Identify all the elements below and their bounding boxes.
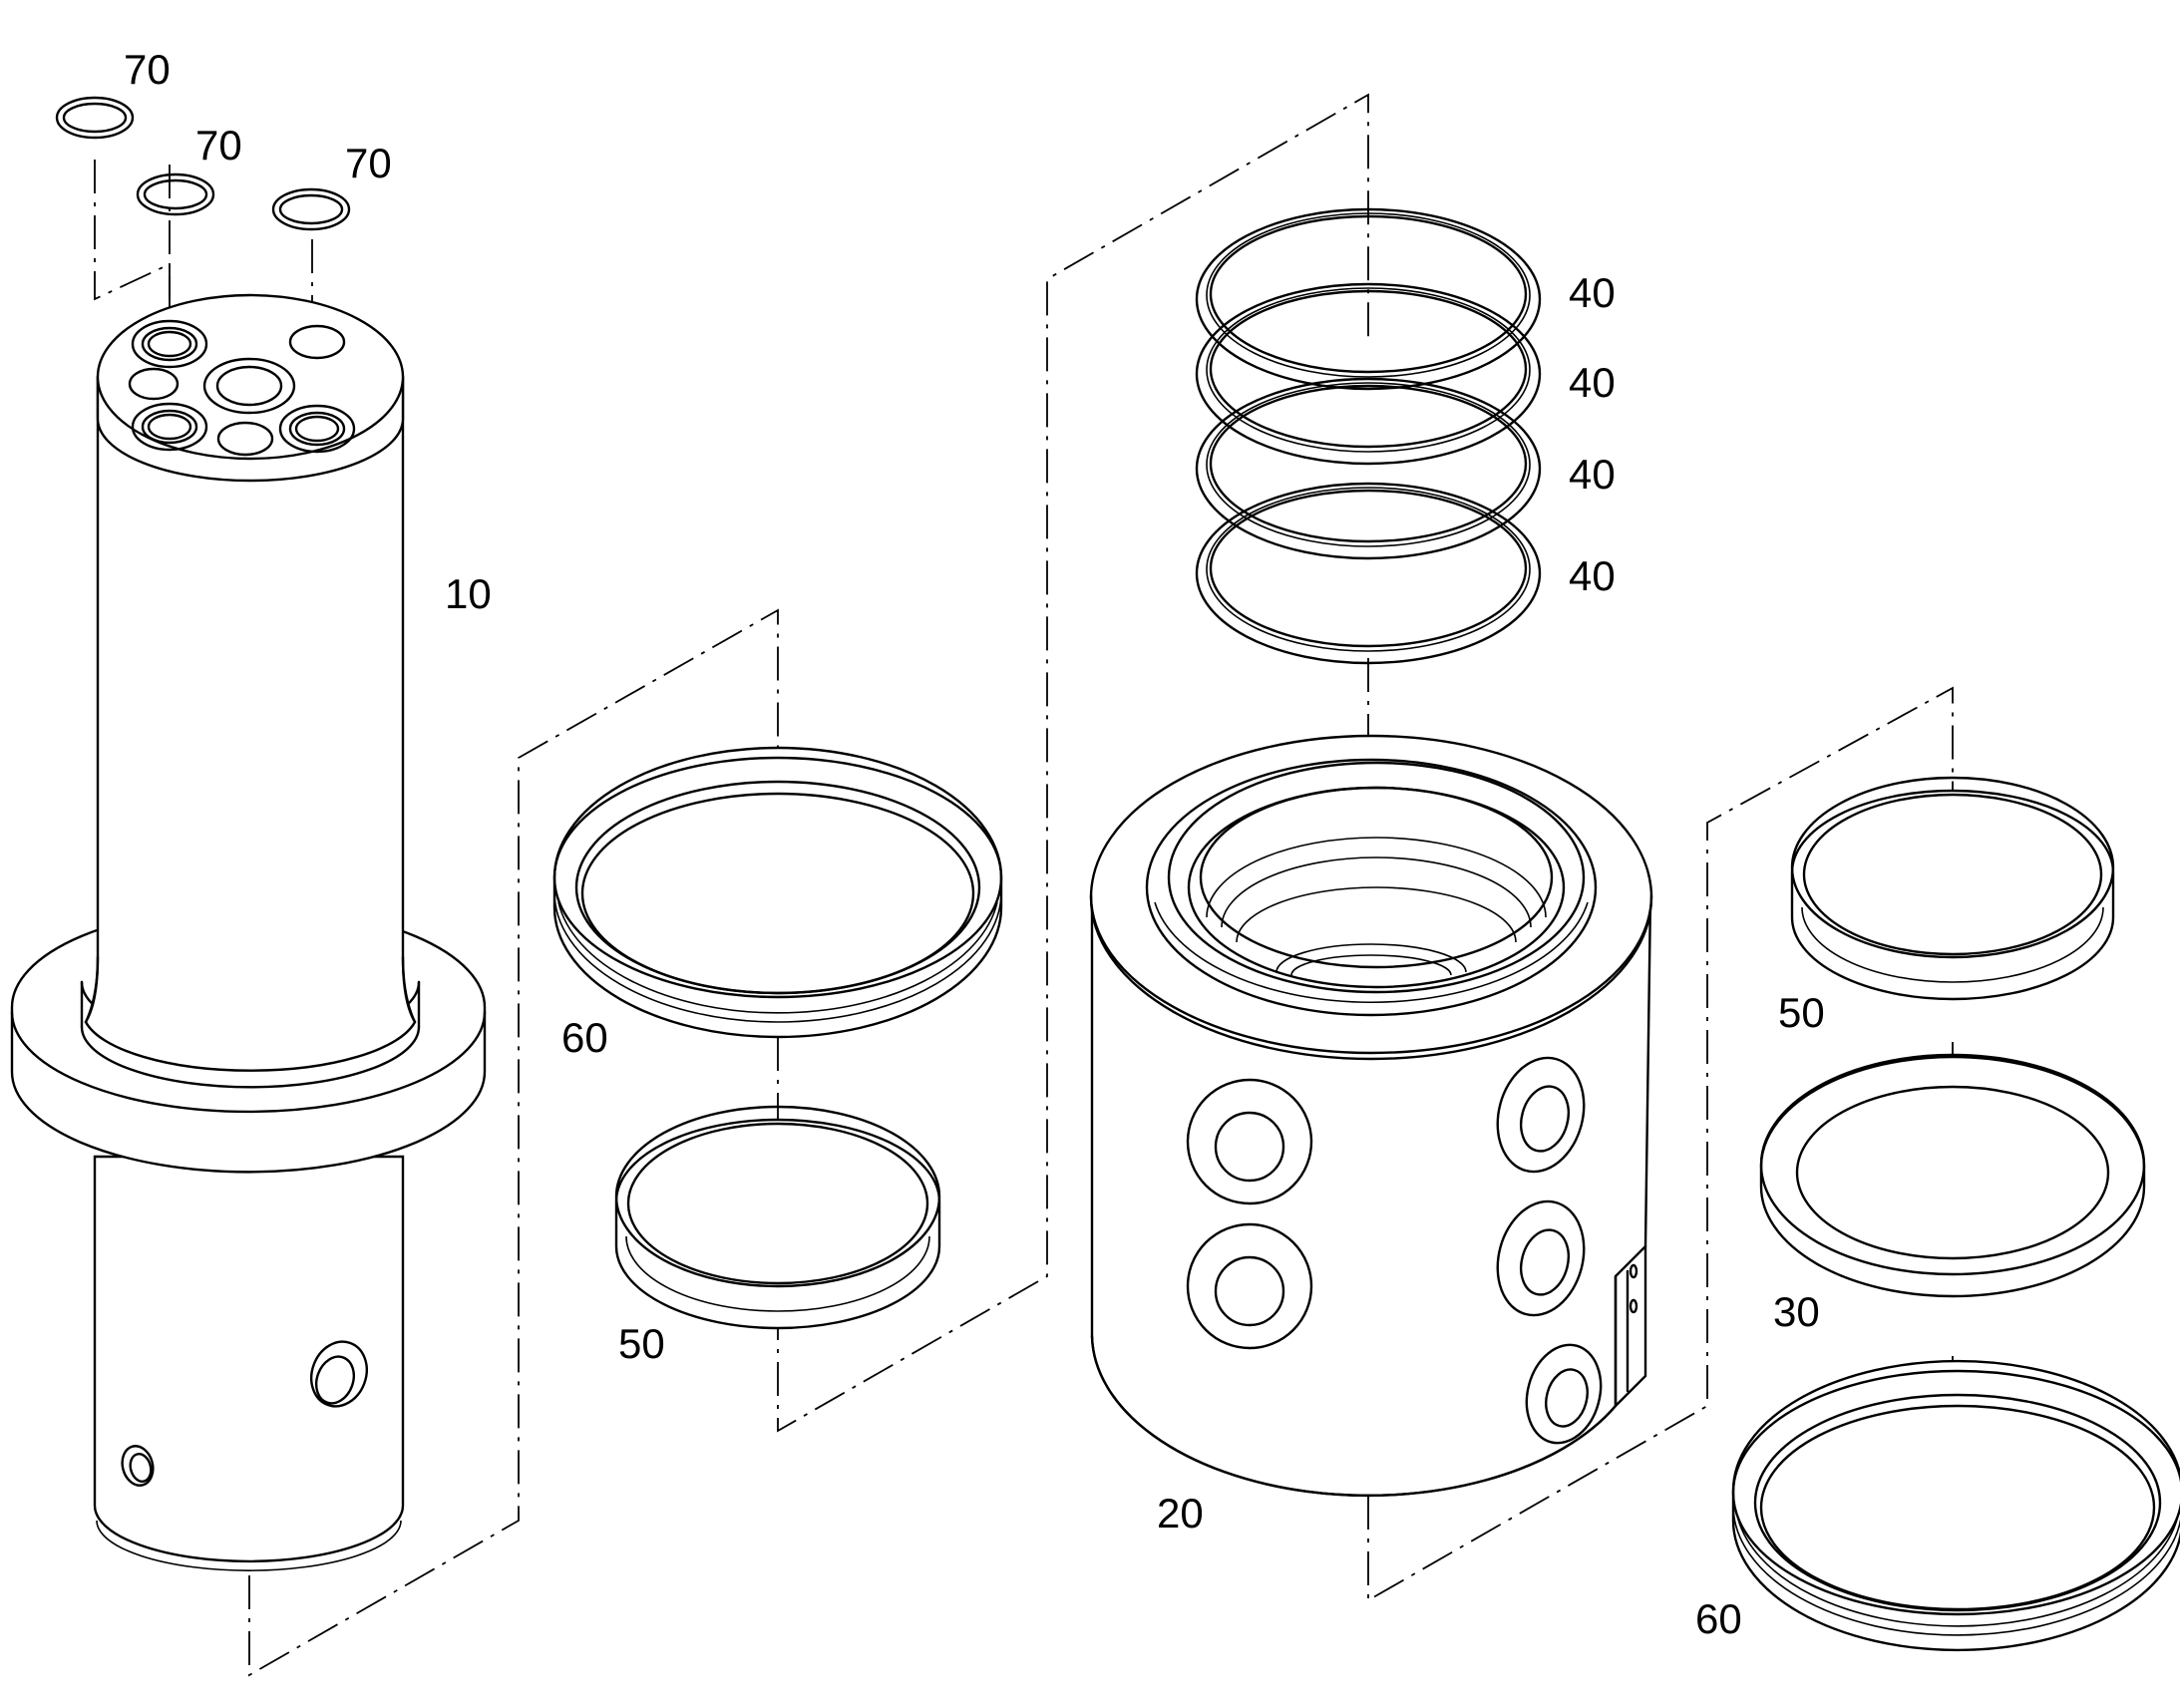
callout-labels: 70 70 70 10 40 40 40 40 60 50 20 50 30 6…	[124, 46, 1825, 1642]
seal-60-left	[552, 746, 1003, 1039]
callout-10: 10	[445, 570, 492, 617]
seal-60-right	[1731, 1359, 2180, 1652]
o-ring-70-c	[271, 187, 351, 231]
seal-ring-40-b	[1195, 282, 1542, 466]
callout-70-a: 70	[124, 46, 171, 93]
seal-ring-40-a	[1195, 207, 1542, 391]
o-ring-70-b	[136, 172, 215, 216]
callout-50-left: 50	[618, 1320, 665, 1367]
shaft-part-10	[10, 293, 487, 1571]
callout-30: 30	[1773, 1288, 1820, 1335]
callout-40-b: 40	[1569, 359, 1616, 406]
housing-part-20	[1089, 734, 1653, 1498]
callout-40-d: 40	[1569, 552, 1616, 599]
washer-30	[1759, 1053, 2146, 1298]
callout-50-right: 50	[1778, 989, 1825, 1036]
callout-70-b: 70	[195, 122, 242, 169]
callout-70-c: 70	[345, 140, 392, 186]
o-ring-70-a	[55, 96, 135, 140]
callout-40-a: 40	[1569, 269, 1616, 316]
bushing-50-left	[614, 1105, 941, 1330]
callout-40-c: 40	[1569, 451, 1616, 498]
callout-60-right: 60	[1695, 1595, 1742, 1642]
callout-20: 20	[1157, 1490, 1204, 1537]
seal-ring-40-c	[1195, 377, 1542, 560]
seal-ring-40-d	[1195, 482, 1542, 665]
bushing-50-right	[1790, 776, 2115, 1001]
callout-60-left: 60	[561, 1014, 608, 1061]
